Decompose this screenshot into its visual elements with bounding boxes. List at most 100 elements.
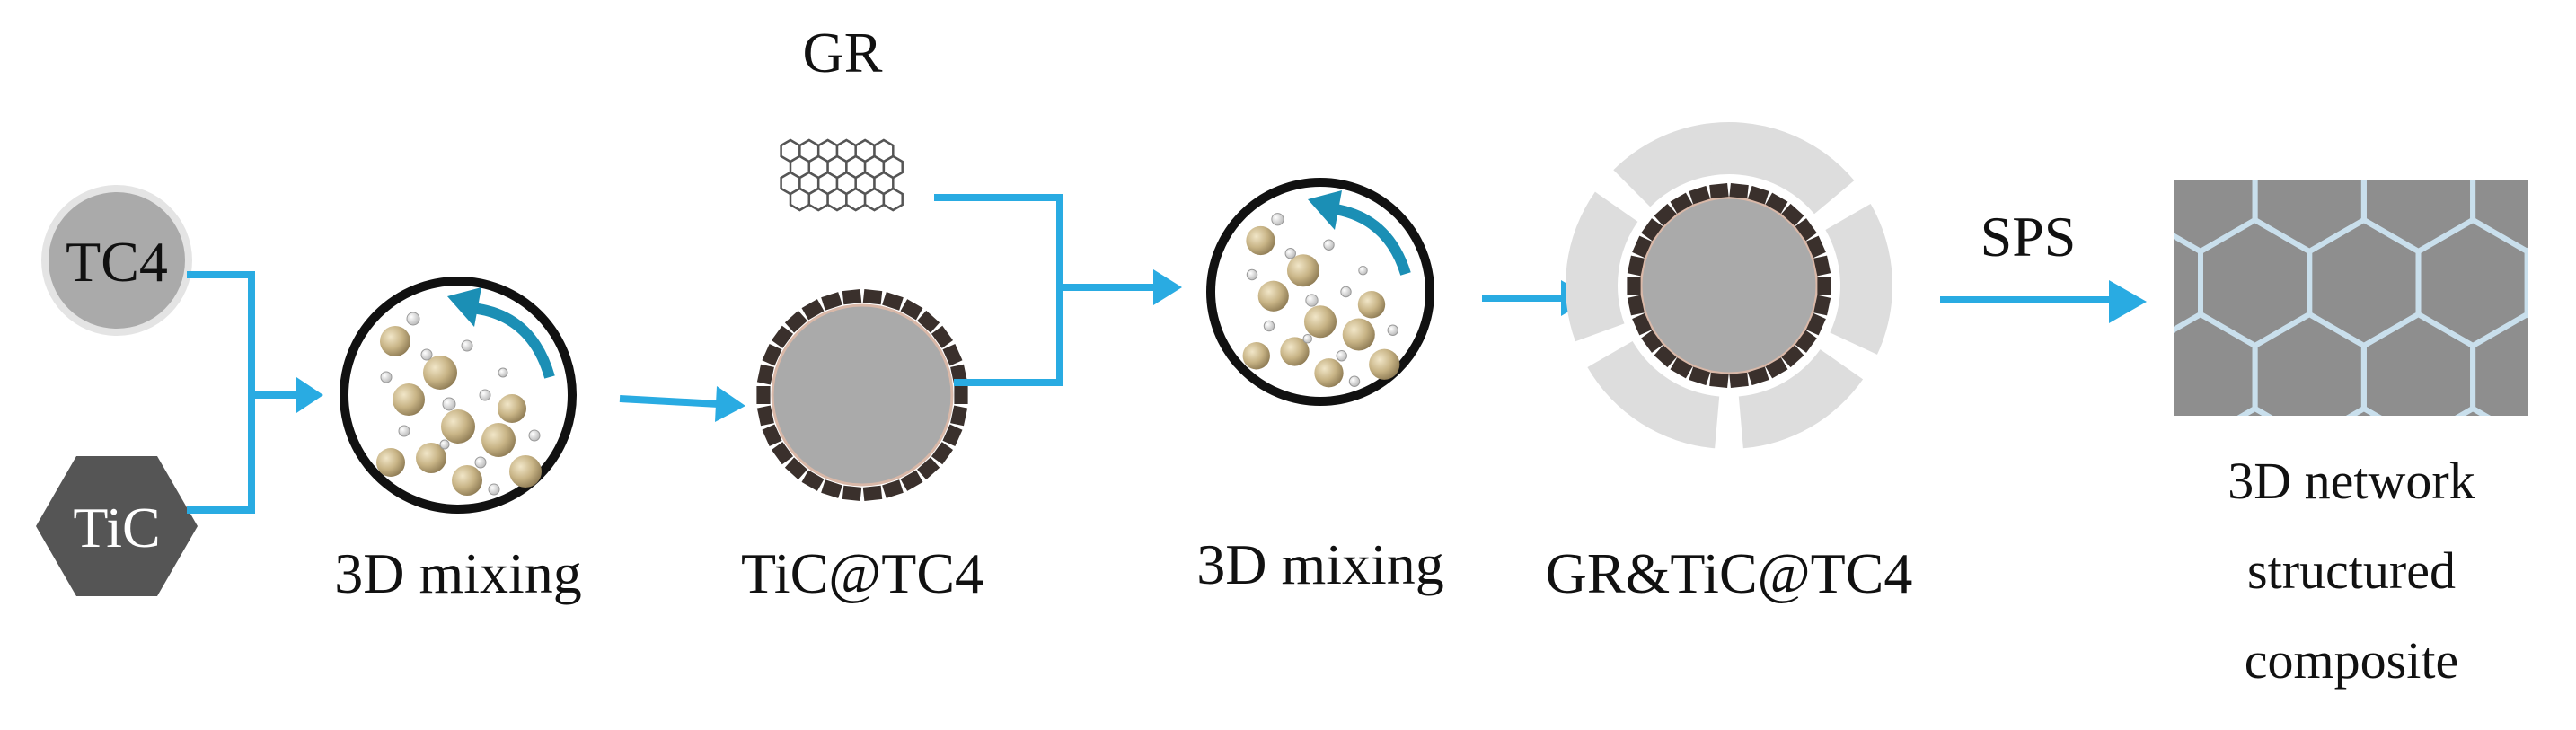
powder-particle <box>1369 348 1400 380</box>
tic-coating-particle <box>1627 255 1645 277</box>
tic-particle <box>1271 213 1284 226</box>
tic-coating-particle <box>1632 312 1653 336</box>
tic-coating-particle <box>1817 277 1831 295</box>
tic-particle <box>474 456 487 469</box>
result-label-line-1: 3D network <box>2228 452 2475 510</box>
graphene-shell-segment <box>1613 123 1714 207</box>
powder-particle <box>1303 305 1337 339</box>
tic-coating-particle <box>1813 295 1831 316</box>
graphene-shell-segment <box>1587 341 1720 449</box>
tic-particle <box>488 483 500 496</box>
tic-coating-particle <box>1689 185 1711 205</box>
tic-coating-particle <box>1729 182 1749 199</box>
powder-particle <box>441 409 475 444</box>
tic-coating-particle <box>1709 372 1729 389</box>
powder-particle <box>376 448 405 477</box>
powder-particle <box>1246 225 1275 256</box>
tic-particle <box>461 339 473 352</box>
graphene-shell <box>1565 121 1892 449</box>
tic-particle <box>1336 350 1347 362</box>
powder-particle <box>1314 358 1344 388</box>
tic-particle <box>528 429 541 442</box>
result-label-line-2: structured <box>2247 541 2456 600</box>
tic-coating-particle <box>762 344 782 366</box>
tic-coating-particle <box>1805 312 1826 336</box>
gr-label: GR <box>803 21 883 84</box>
powder-particles <box>1242 213 1400 388</box>
tic-coating-particle <box>1670 192 1693 214</box>
tic-coating-particle <box>900 299 923 321</box>
tic-coating-particle <box>942 344 963 366</box>
tic-coating-particle <box>821 292 842 311</box>
powder-particle <box>416 443 446 473</box>
tic-coating-particle <box>1765 357 1788 379</box>
tic-particle <box>442 397 456 411</box>
powder-particle <box>1280 337 1310 366</box>
sps-label: SPS <box>1981 205 2077 268</box>
tic-particle <box>420 348 433 361</box>
tic-coating-particle <box>1795 330 1817 353</box>
tic-particle <box>398 425 410 437</box>
tic-particle <box>1340 286 1352 298</box>
tic-coating-particle <box>1747 366 1769 386</box>
tc4-powder-icon: TC4 <box>41 185 192 336</box>
mixing-vessel-1 <box>340 277 577 514</box>
powder-particle <box>1342 318 1375 351</box>
tic-coating-particle <box>900 470 923 491</box>
tic-particle <box>479 389 491 401</box>
tic-coating-particle <box>1709 182 1729 199</box>
tic-coating-particle <box>1689 366 1711 386</box>
tic-particle <box>1246 268 1258 281</box>
tic-coating-particle <box>801 470 825 491</box>
graphene-shell-segment <box>1700 121 1855 215</box>
tic-coating-particle <box>862 485 883 502</box>
mixing-vessel-2 <box>1206 178 1434 406</box>
tic-coating-particle <box>1805 235 1826 259</box>
tic-particle <box>1263 320 1275 332</box>
tic-coating-particle <box>942 424 963 446</box>
powder-particle <box>380 326 410 356</box>
graphene-tic-coated-tc4-particle <box>1565 121 1892 449</box>
tic-coated-tc4-particle <box>756 288 968 502</box>
tic-coating-particle <box>1654 345 1677 368</box>
tic-coating-particle <box>1729 372 1749 389</box>
tic-coating-particle <box>762 424 782 446</box>
tic-coating-particle <box>842 288 862 305</box>
tic-coating-particle <box>801 299 825 321</box>
result-label-line-3: composite <box>2245 631 2458 690</box>
powder-particle <box>498 394 526 423</box>
tic-coating-particle <box>771 442 794 465</box>
graphene-shell-segment <box>1738 349 1864 449</box>
tic-particle <box>1387 324 1398 336</box>
tic-coating-particle <box>821 479 842 498</box>
mixing-2-label: 3D mixing <box>1196 532 1444 596</box>
tic-coating-particle <box>756 364 774 385</box>
tic-coating-particle <box>1747 185 1769 205</box>
powder-particle <box>1357 291 1386 319</box>
graphene-merge-arrow <box>934 194 1182 386</box>
tic-coating-particle <box>1795 218 1817 242</box>
tic-coating-particle <box>1627 295 1645 316</box>
tic-coating-particle <box>1781 203 1804 226</box>
tic-particle <box>439 439 450 450</box>
powder-particle <box>393 383 425 416</box>
tic-particle <box>406 312 420 326</box>
sps-arrow <box>1940 280 2147 323</box>
tic-particle <box>1305 294 1319 307</box>
tic-particle <box>1348 375 1361 387</box>
flow-arrow-1 <box>619 386 745 422</box>
powder-particle <box>509 455 542 488</box>
tic-particle <box>380 371 393 383</box>
graphene-shell-segment <box>1825 204 1892 355</box>
tic-coating-particle <box>1632 235 1653 259</box>
tic-coating-particle <box>784 310 807 333</box>
powder-particles <box>376 312 542 496</box>
tic-particle <box>498 367 508 378</box>
tic-coating-particle <box>1781 345 1804 368</box>
tic-coating-particle <box>1641 218 1663 242</box>
tic-coating-particle <box>1765 192 1788 214</box>
tic-coating-particle <box>882 479 904 498</box>
tic-coating-particle <box>862 288 883 305</box>
tic-coating-particle <box>950 405 968 427</box>
